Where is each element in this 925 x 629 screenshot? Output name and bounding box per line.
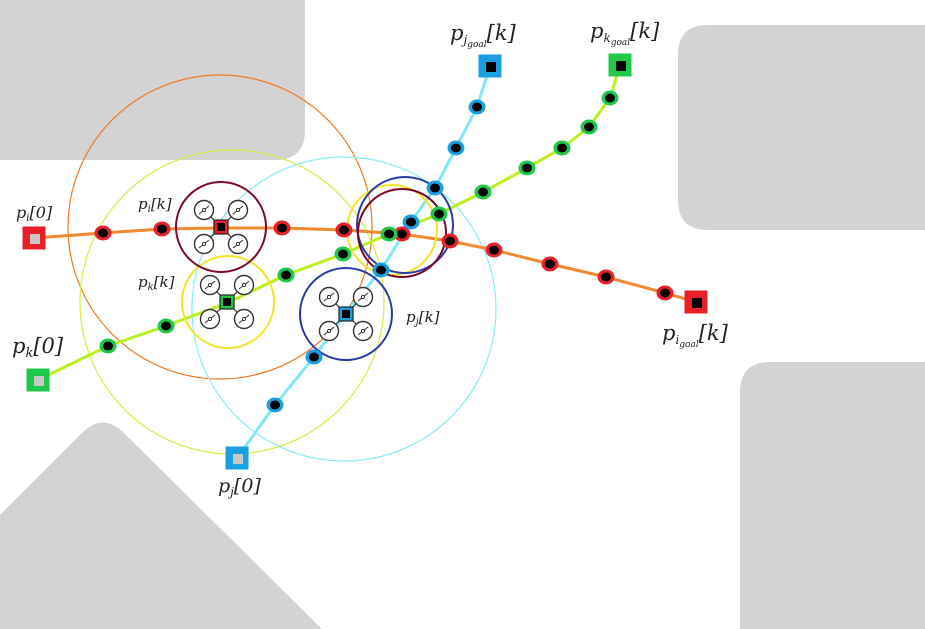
waypoint-node <box>474 184 492 200</box>
obstacle-bottom-right <box>740 362 925 629</box>
waypoint-node <box>372 262 390 278</box>
waypoint-node <box>580 119 598 135</box>
waypoint-node <box>447 140 465 156</box>
start-marker-icon <box>26 368 50 392</box>
label-pi-goal: pigoal[k] <box>662 321 729 350</box>
waypoint-node <box>656 285 674 301</box>
waypoint-node <box>335 222 353 238</box>
safety-region-k <box>181 255 275 349</box>
obstacle-bottom-left <box>0 422 322 629</box>
quadrotor-icon <box>193 199 249 255</box>
quadrotors <box>193 199 374 342</box>
waypoints-k <box>99 90 619 354</box>
quadrotor-icon <box>199 274 255 330</box>
sensing-range-i <box>67 74 373 380</box>
label-pk-start: pk[0] <box>12 334 64 361</box>
waypoint-node <box>426 180 444 196</box>
waypoint-node <box>94 225 112 241</box>
trajectory-j <box>235 64 492 460</box>
quadrotor-icon <box>318 286 374 342</box>
label-pi-start: pi[0] <box>16 203 53 224</box>
goal-marker-icon <box>478 54 502 78</box>
waypoint-node <box>99 338 117 354</box>
waypoints-j <box>266 99 486 413</box>
obstacle-top-left <box>0 0 305 160</box>
waypoint-node <box>266 397 284 413</box>
start-marker-icon <box>22 226 46 250</box>
safety-region-j <box>299 267 393 361</box>
goal-marker-icon <box>684 290 708 314</box>
goal-marker-icon <box>608 53 632 77</box>
labels: pi[0] pi[k] pk[k] pk[0] pj[k] pj[0] pjgo… <box>12 19 729 499</box>
waypoint-node <box>441 233 459 249</box>
label-pj-start: pj[0] <box>218 475 261 499</box>
label-pi-current: pi[k] <box>138 195 172 215</box>
waypoint-node <box>541 256 559 272</box>
waypoint-node <box>273 220 291 236</box>
safety-region-j-predicted <box>356 176 454 274</box>
label-pk-current: pk[k] <box>138 273 175 293</box>
obstacle-top-right <box>678 25 925 230</box>
safety-region-i <box>175 181 267 273</box>
start-goal-markers <box>22 53 708 470</box>
waypoint-node <box>305 349 323 365</box>
waypoint-node <box>393 226 411 242</box>
waypoint-node <box>430 206 448 222</box>
waypoints-i <box>94 220 674 301</box>
waypoint-node <box>334 246 352 262</box>
waypoint-node <box>601 90 619 106</box>
label-pj-goal: pjgoal[k] <box>450 21 517 50</box>
waypoint-node <box>553 140 571 156</box>
sensing-range-j <box>191 156 497 462</box>
waypoint-node <box>153 221 171 237</box>
waypoint-node <box>157 318 175 334</box>
waypoint-node <box>402 214 420 230</box>
waypoint-node <box>485 242 503 258</box>
waypoint-node <box>597 269 615 285</box>
label-pk-goal: pkgoal[k] <box>590 19 660 48</box>
waypoint-node <box>380 226 398 242</box>
waypoint-node <box>518 160 536 176</box>
waypoint-node <box>277 267 295 283</box>
waypoint-node <box>468 99 486 115</box>
start-marker-icon <box>225 446 249 470</box>
label-pj-current: pj[k] <box>406 308 440 328</box>
safety-regions <box>175 176 454 361</box>
safety-region-i-predicted <box>357 188 447 278</box>
